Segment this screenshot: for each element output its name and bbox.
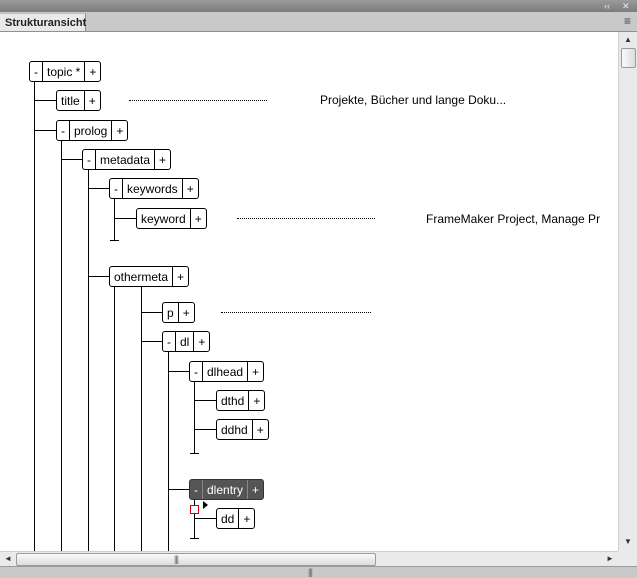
element-node-keyword[interactable]: keyword +: [136, 208, 207, 229]
insertion-arrow-icon: [203, 501, 208, 509]
element-node-keywords[interactable]: - keywords +: [109, 178, 199, 199]
tree-line: [88, 169, 89, 551]
collapse-toggle[interactable]: -: [34, 64, 38, 79]
element-content-text: Projekte, Bücher und lange Doku...: [320, 93, 507, 107]
tree-connector: [34, 100, 57, 101]
element-label[interactable]: keywords: [122, 179, 182, 198]
scroll-grip-icon: |||: [174, 554, 179, 564]
element-node-metadata[interactable]: - metadata +: [82, 149, 172, 170]
add-element-button[interactable]: +: [193, 332, 209, 351]
tree-line: [141, 286, 142, 551]
tree-connector: [34, 130, 57, 131]
tree-line-end: [190, 453, 199, 454]
collapse-toggle[interactable]: -: [194, 364, 198, 379]
element-label[interactable]: othermeta: [114, 269, 169, 284]
content-leader: [237, 218, 375, 219]
collapse-toggle[interactable]: -: [194, 482, 198, 497]
tree-connector: [61, 159, 83, 160]
tree-connector: [141, 341, 163, 342]
add-element-button[interactable]: +: [248, 391, 264, 410]
content-leader: [129, 100, 267, 101]
add-element-button[interactable]: +: [251, 420, 268, 439]
tree-connector: [141, 312, 163, 313]
element-node-dd[interactable]: dd +: [216, 508, 256, 529]
element-label[interactable]: title: [61, 93, 80, 108]
element-label[interactable]: dlentry: [202, 480, 247, 499]
element-label[interactable]: dl: [175, 332, 193, 351]
resize-grip-icon: |||: [308, 567, 313, 577]
collapse-toggle[interactable]: -: [114, 181, 118, 196]
element-label[interactable]: p: [167, 305, 174, 320]
close-panel-icon[interactable]: ✕: [622, 1, 630, 11]
add-element-button[interactable]: +: [247, 480, 263, 499]
tree-line: [194, 381, 195, 453]
collapse-toggle[interactable]: -: [87, 152, 91, 167]
element-content-text: FrameMaker Project, Manage Pr: [426, 212, 601, 226]
tree-connector: [168, 371, 190, 372]
vertical-scrollbar[interactable]: ▲ ▼: [618, 32, 637, 551]
add-element-button[interactable]: +: [181, 179, 198, 198]
element-node-p[interactable]: p +: [162, 302, 195, 323]
add-element-button[interactable]: +: [189, 209, 206, 228]
add-element-button[interactable]: +: [84, 62, 100, 81]
element-node-othermeta[interactable]: othermeta +: [109, 266, 190, 287]
element-node-prolog[interactable]: - prolog +: [56, 120, 129, 141]
horizontal-scroll-thumb[interactable]: |||: [16, 553, 376, 566]
scroll-down-icon[interactable]: ▼: [624, 537, 632, 546]
tab-strukturansicht[interactable]: Strukturansicht: [0, 13, 86, 31]
collapse-panel-icon[interactable]: ‹‹: [604, 1, 610, 11]
element-node-topic[interactable]: - topic * +: [29, 61, 102, 82]
structure-canvas[interactable]: - topic * + title + Projekte, Bücher und…: [0, 32, 618, 551]
tree-line: [34, 82, 35, 551]
panel-resize-bar[interactable]: |||: [0, 566, 637, 578]
element-label[interactable]: dd: [221, 511, 235, 526]
tree-line: [114, 198, 115, 240]
tree-connector: [88, 276, 110, 277]
add-element-button[interactable]: +: [172, 267, 188, 286]
element-label[interactable]: topic *: [42, 62, 84, 81]
element-label[interactable]: keyword: [141, 211, 186, 226]
horizontal-scrollbar[interactable]: ◄ ||| ►: [0, 551, 618, 566]
tree-line: [168, 351, 169, 551]
panel-menu-icon[interactable]: ≡: [623, 14, 631, 28]
collapse-toggle[interactable]: -: [167, 334, 171, 349]
element-label[interactable]: metadata: [95, 150, 154, 169]
panel-titlebar: ‹‹ ✕: [0, 0, 637, 12]
scrollbar-corner: [618, 551, 637, 566]
collapse-toggle[interactable]: -: [61, 123, 65, 138]
add-element-button[interactable]: +: [111, 121, 127, 140]
tree-connector: [194, 400, 217, 401]
element-node-dthd[interactable]: dthd +: [216, 390, 266, 411]
tree-connector: [168, 489, 190, 490]
insertion-point-icon: [190, 505, 199, 514]
add-element-button[interactable]: +: [83, 91, 100, 110]
element-node-dlhead[interactable]: - dlhead +: [189, 361, 265, 382]
element-label[interactable]: prolog: [69, 121, 111, 140]
scroll-up-icon[interactable]: ▲: [624, 35, 632, 44]
element-label[interactable]: ddhd: [221, 422, 248, 437]
element-label[interactable]: dthd: [221, 393, 245, 408]
element-node-dlentry-selected[interactable]: - dlentry +: [189, 479, 265, 500]
element-node-ddhd[interactable]: ddhd +: [216, 419, 269, 440]
tree-connector: [194, 518, 217, 519]
add-element-button[interactable]: +: [177, 303, 194, 322]
tree-line-end: [190, 538, 199, 539]
tree-connector: [114, 218, 137, 219]
tree-line: [114, 286, 115, 551]
vertical-scroll-thumb[interactable]: [621, 48, 636, 68]
content-leader: [221, 312, 371, 313]
scroll-left-icon[interactable]: ◄: [4, 554, 12, 563]
add-element-button[interactable]: +: [238, 509, 254, 528]
add-element-button[interactable]: +: [154, 150, 170, 169]
tree-line-end: [110, 240, 119, 241]
panel-tabbar: Strukturansicht ≡: [0, 12, 637, 32]
tree-connector: [194, 429, 217, 430]
tree-line: [61, 140, 62, 551]
scroll-right-icon[interactable]: ►: [606, 554, 614, 563]
tree-connector: [88, 188, 110, 189]
element-node-title[interactable]: title +: [56, 90, 101, 111]
element-node-dl[interactable]: - dl +: [162, 331, 211, 352]
add-element-button[interactable]: +: [247, 362, 263, 381]
element-label[interactable]: dlhead: [202, 362, 247, 381]
